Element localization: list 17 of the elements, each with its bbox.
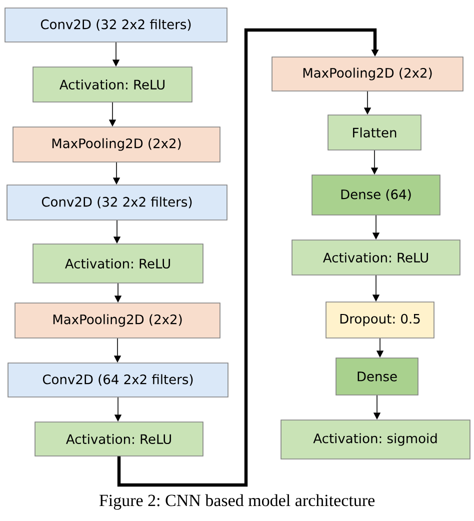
activation-layer-box: Flatten — [328, 114, 422, 150]
activation-layer-box: Activation: ReLU — [32, 244, 204, 284]
pooling-layer-box: MaxPooling2D (2x2) — [272, 56, 464, 92]
dropout-layer-box: Dropout: 0.5 — [326, 302, 434, 338]
figure-caption: Figure 2: CNN based model architecture — [99, 494, 375, 510]
conv-layer-box: Conv2D (64 2x2 filters) — [8, 362, 228, 398]
pooling-layer-box: MaxPooling2D (2x2) — [14, 302, 220, 338]
activation-layer-box: Activation: ReLU — [32, 66, 192, 102]
pooling-layer-box: MaxPooling2D (2x2) — [12, 126, 220, 162]
activation-layer-box: Activation: ReLU — [292, 240, 460, 276]
conv-layer-box: Conv2D (32 2x2 filters) — [4, 8, 228, 42]
dense-layer-box: Dense — [336, 358, 418, 396]
activation-layer-box: Activation: ReLU — [34, 422, 204, 456]
conv-layer-box: Conv2D (32 2x2 filters) — [6, 184, 228, 220]
arrow — [117, 28, 379, 487]
dense-layer-box: Dense (64) — [312, 174, 440, 216]
activation-layer-box: Activation: sigmoid — [280, 420, 470, 460]
